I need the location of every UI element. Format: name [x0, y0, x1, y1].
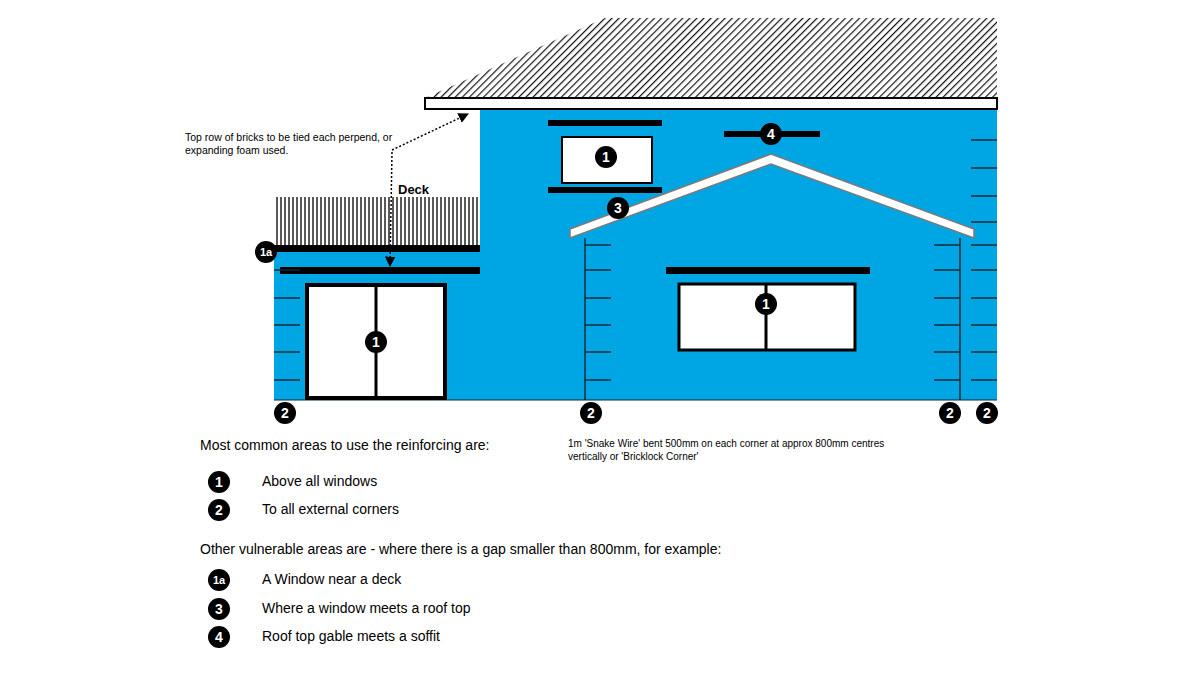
legend-text: To all external corners [262, 501, 562, 519]
callout-number: 1a [255, 241, 277, 263]
window-lintel [666, 267, 870, 274]
callout-number: 2 [580, 402, 602, 424]
roof [425, 18, 997, 98]
fascia [425, 98, 997, 109]
callout-number: 1 [365, 331, 387, 353]
gable-wall-edge [584, 238, 586, 400]
callout-number: 3 [607, 197, 629, 219]
note-text: Top row of bricks to be tied each perpen… [185, 131, 395, 157]
legend-text: Where a window meets a roof top [262, 600, 582, 618]
leader-line [390, 152, 392, 266]
upper-wall [480, 108, 997, 400]
window-lintel [548, 120, 662, 126]
callout-number: 4 [208, 626, 230, 648]
legend-text: Above all windows [262, 473, 562, 491]
callout-number: 1 [208, 471, 230, 493]
window-sill-bar [548, 187, 662, 193]
part-name: Deck [398, 182, 458, 198]
legend-text: Roof top gable meets a soffit [262, 628, 582, 646]
callout-number: 1 [755, 293, 777, 315]
door-lintel [280, 267, 480, 274]
deck-lintel [262, 245, 480, 252]
gable-roof [570, 154, 974, 238]
leader-line [392, 114, 468, 150]
gable-wall-edge [959, 238, 961, 400]
callout-number: 4 [760, 123, 782, 145]
callout-number: 2 [274, 402, 296, 424]
lower-wall [274, 248, 480, 400]
callout-number: 1a [208, 569, 230, 591]
callout-number: 3 [208, 598, 230, 620]
note-text: 1m 'Snake Wire' bent 500mm on each corne… [568, 438, 913, 463]
callout-number: 2 [939, 402, 961, 424]
front-window [679, 284, 855, 350]
callout-number: 1 [595, 146, 617, 168]
heading-text: Most common areas to use the reinforcing… [200, 437, 580, 455]
callout-number: 2 [208, 499, 230, 521]
sliding-door [307, 285, 445, 398]
deck-balustrade [274, 197, 480, 247]
callout-number: 2 [976, 402, 998, 424]
upper-window [562, 137, 652, 183]
legend-text: A Window near a deck [262, 571, 562, 589]
corner-ties [274, 140, 997, 380]
heading-text: Other vulnerable areas are - where there… [200, 541, 820, 559]
